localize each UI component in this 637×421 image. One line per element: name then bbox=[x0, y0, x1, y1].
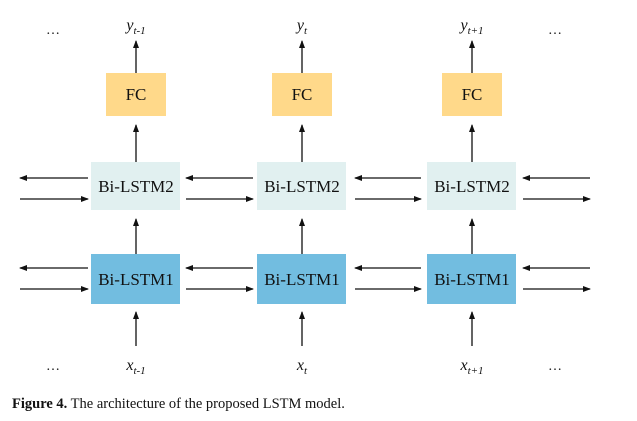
input-label: xt bbox=[296, 357, 308, 377]
fc-box bbox=[442, 73, 502, 116]
fc-label: FC bbox=[126, 85, 147, 104]
output-label: yt bbox=[295, 17, 308, 37]
bi-lstm1-label: Bi-LSTM1 bbox=[98, 270, 174, 289]
bi-lstm2-label: Bi-LSTM2 bbox=[264, 177, 340, 196]
ellipsis: … bbox=[46, 359, 60, 374]
bi-lstm1-box bbox=[91, 254, 180, 304]
ellipsis: … bbox=[46, 23, 60, 38]
lstm-architecture-diagram: yt-1FCBi-LSTM2Bi-LSTM1xt-1ytFCBi-LSTM2Bi… bbox=[19, 17, 591, 377]
caption-label: Figure 4. bbox=[12, 396, 68, 412]
fc-label: FC bbox=[292, 85, 313, 104]
fc-box bbox=[106, 73, 166, 116]
output-label: yt+1 bbox=[458, 17, 483, 37]
figure-caption: Figure 4. The architecture of the propos… bbox=[12, 396, 345, 413]
bi-lstm1-box bbox=[257, 254, 346, 304]
bi-lstm1-label: Bi-LSTM1 bbox=[264, 270, 340, 289]
bi-lstm2-box bbox=[427, 162, 516, 210]
bi-lstm2-box bbox=[257, 162, 346, 210]
ellipsis: … bbox=[548, 23, 562, 38]
input-label: xt+1 bbox=[459, 357, 483, 377]
bi-lstm2-box bbox=[91, 162, 180, 210]
bi-lstm2-label: Bi-LSTM2 bbox=[434, 177, 510, 196]
input-label: xt-1 bbox=[125, 357, 145, 377]
caption-text: The architecture of the proposed LSTM mo… bbox=[67, 396, 345, 412]
ellipsis: … bbox=[548, 359, 562, 374]
fc-label: FC bbox=[462, 85, 483, 104]
bi-lstm1-label: Bi-LSTM1 bbox=[434, 270, 510, 289]
bi-lstm1-box bbox=[427, 254, 516, 304]
bi-lstm2-label: Bi-LSTM2 bbox=[98, 177, 174, 196]
fc-box bbox=[272, 73, 332, 116]
output-label: yt-1 bbox=[124, 17, 145, 37]
